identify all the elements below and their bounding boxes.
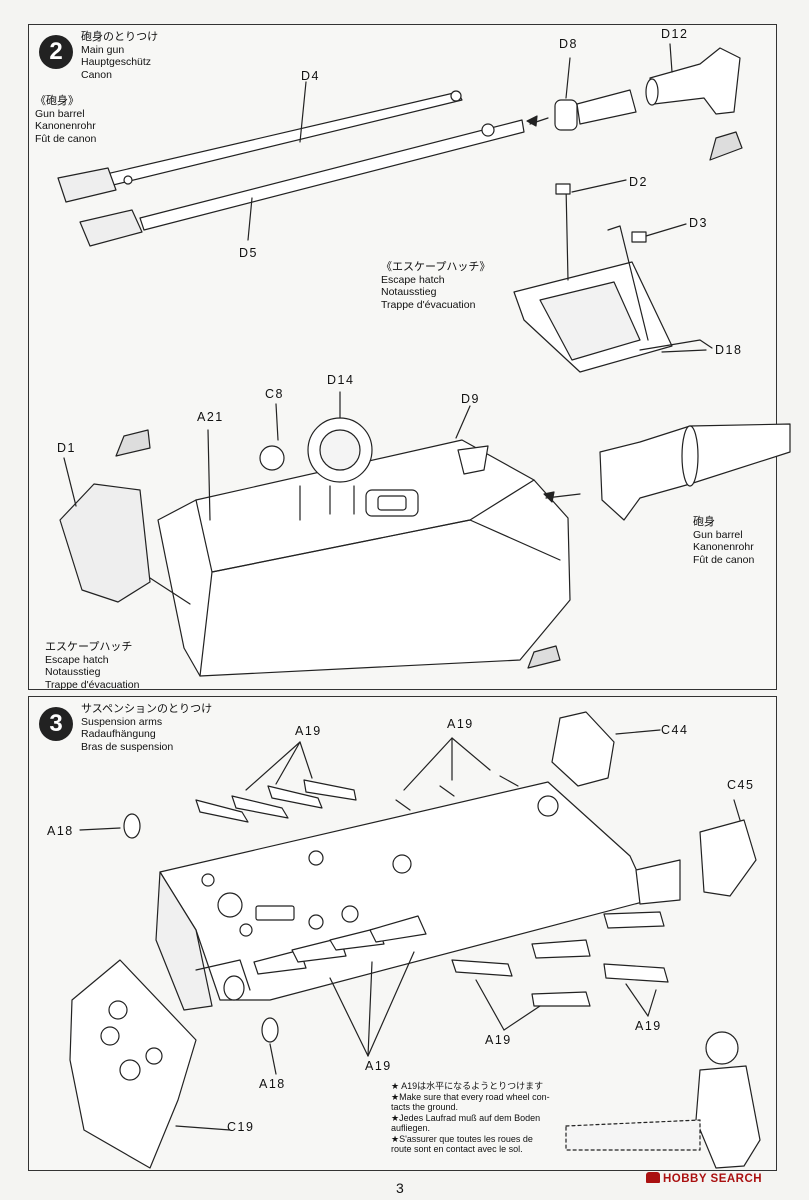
step-3-title-fr: Bras de suspension: [81, 740, 174, 753]
note-line: ★Make sure that every road wheel con-: [391, 1091, 550, 1102]
caption-jp: エスケープハッチ: [45, 641, 133, 653]
part-label-a19: A19: [295, 724, 322, 738]
step-3-title-jp: サスペンションのとりつけ: [81, 703, 213, 715]
leader-d4: [299, 81, 307, 143]
leader-d5: [247, 197, 253, 241]
watermark-text: HOBBY SEARCH: [663, 1173, 763, 1185]
caption-en: Gun barrel: [35, 107, 85, 120]
part-label-d1: D1: [57, 441, 76, 455]
escape-hatch-caption-bottom: エスケープハッチ Escape hatch Notausstieg Trappe…: [45, 641, 139, 691]
caption-de: Notausstieg: [45, 666, 101, 678]
step-3-title: サスペンションのとりつけ Suspension arms Radaufhängu…: [81, 703, 212, 753]
caption-de: Kanonenrohr: [35, 120, 96, 132]
camera-icon: [646, 1172, 660, 1183]
assembly-note: ★ A19は水平になるようとりつけます ★Make sure that ever…: [391, 1081, 550, 1155]
note-line: route sont en contact avec le sol.: [391, 1144, 523, 1154]
escape-hatch-illustration: [513, 179, 713, 373]
part-label-c44: C44: [661, 723, 689, 737]
cartoon-mechanic-illustration: [565, 1031, 761, 1169]
assembly-arrows-step3: [79, 737, 657, 1075]
gun-barrel-d4-illustration: [57, 90, 463, 203]
note-line: aufliegen.: [391, 1123, 431, 1133]
step-2-title-fr: Canon: [81, 68, 112, 81]
hull-bottom-illustration: [155, 781, 651, 1011]
part-label-a19: A19: [447, 717, 474, 731]
step-2-title-de: Hauptgeschütz: [81, 56, 152, 68]
part-label-a19: A19: [485, 1033, 512, 1047]
caption-en: Escape hatch: [381, 273, 445, 286]
caption-fr: Trappe d'évacuation: [45, 678, 140, 691]
part-label-d14: D14: [327, 373, 355, 387]
gun-mantlet-illustration: [543, 423, 791, 521]
note-line: tacts the ground.: [391, 1102, 459, 1112]
c44-c45-parts-illustration: [551, 711, 757, 905]
step-number-3: 3: [39, 707, 73, 741]
muzzle-parts-illustration: [526, 43, 743, 161]
escape-hatch-caption-top: 《エスケープハッチ》 Escape hatch Notausstieg Trap…: [381, 261, 490, 311]
part-label-d3: D3: [689, 216, 708, 230]
step-number-2: 2: [39, 35, 73, 69]
hull-rear-illustration: [59, 417, 571, 677]
part-label-a19: A19: [365, 1059, 392, 1073]
step-3-title-en: Suspension arms: [81, 715, 163, 728]
part-label-d9: D9: [461, 392, 480, 406]
part-label-a19: A19: [635, 1019, 662, 1033]
page-number: 3: [396, 1180, 404, 1196]
gun-barrel-caption-right: 砲身 Gun barrel Kanonenrohr Fût de canon: [693, 516, 754, 566]
caption-en: Gun barrel: [693, 528, 743, 541]
hobby-search-watermark: HOBBY SEARCH: [646, 1172, 762, 1185]
part-label-d18: D18: [715, 343, 743, 357]
step-3-title-de: Radaufhängung: [81, 728, 156, 740]
gun-barrel-caption-top: 《砲身》 Gun barrel Kanonenrohr Fût de canon: [35, 95, 96, 145]
part-label-c45: C45: [727, 778, 755, 792]
step-2-title-en: Main gun: [81, 43, 125, 56]
part-label-a18: A18: [259, 1077, 286, 1091]
caption-jp: 《エスケープハッチ》: [381, 261, 491, 273]
part-label-c8: C8: [265, 387, 284, 401]
step-2-title: 砲身のとりつけ Main gun Hauptgeschütz Canon: [81, 31, 158, 81]
step-2-title-jp: 砲身のとりつけ: [81, 31, 159, 43]
gun-barrel-d5-illustration: [79, 119, 525, 247]
suspension-arms-illustration: [123, 775, 669, 1043]
caption-jp: 《砲身》: [35, 95, 79, 107]
part-label-a21: A21: [197, 410, 224, 424]
caption-de: Kanonenrohr: [693, 541, 754, 553]
caption-jp: 砲身: [693, 516, 715, 528]
part-label-d5: D5: [239, 246, 258, 260]
note-line: ★ A19は水平になるようとりつけます: [391, 1081, 544, 1091]
note-line: ★S'assurer que toutes les roues de: [391, 1133, 533, 1144]
caption-de: Notausstieg: [381, 286, 437, 298]
part-label-a18: A18: [47, 824, 74, 838]
caption-fr: Trappe d'évacuation: [381, 298, 476, 311]
rear-plate-c19-illustration: [69, 959, 231, 1169]
assembly-arrows-step2: [63, 391, 471, 605]
caption-fr: Fût de canon: [693, 553, 755, 566]
part-label-d8: D8: [559, 37, 578, 51]
caption-fr: Fût de canon: [35, 132, 97, 145]
part-label-d4: D4: [301, 69, 320, 83]
part-label-c19: C19: [227, 1120, 255, 1134]
caption-en: Escape hatch: [45, 653, 109, 666]
part-label-d2: D2: [629, 175, 648, 189]
part-label-d12: D12: [661, 27, 689, 41]
note-line: ★Jedes Laufrad muß auf dem Boden: [391, 1112, 541, 1123]
